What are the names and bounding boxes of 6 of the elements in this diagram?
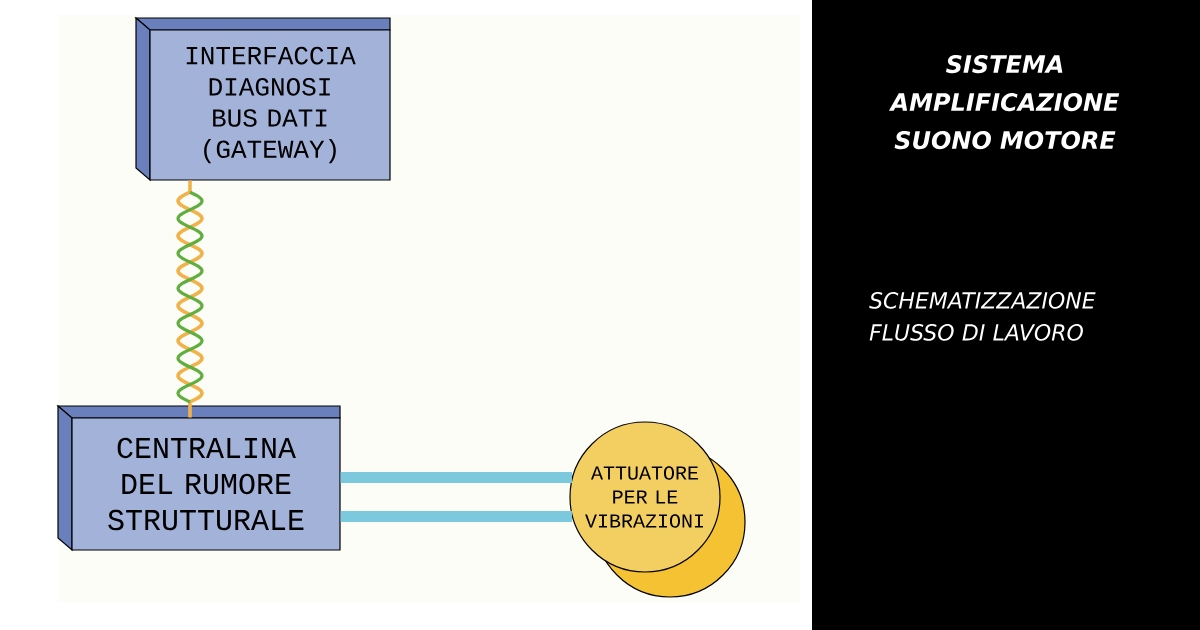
subtitle: SCHEMATIZZAZIONE FLUSSO DI LAVORO [869,292,1096,341]
title: SISTEMA AMPLIFICAZIONE SUONO MOTORE [888,55,1120,150]
cable [340,471,572,483]
cable [340,511,572,523]
actuator-disc: ATTUATORE PER LE VIBRAZIONI [569,421,746,598]
twisted-pair-cable [176,180,204,418]
